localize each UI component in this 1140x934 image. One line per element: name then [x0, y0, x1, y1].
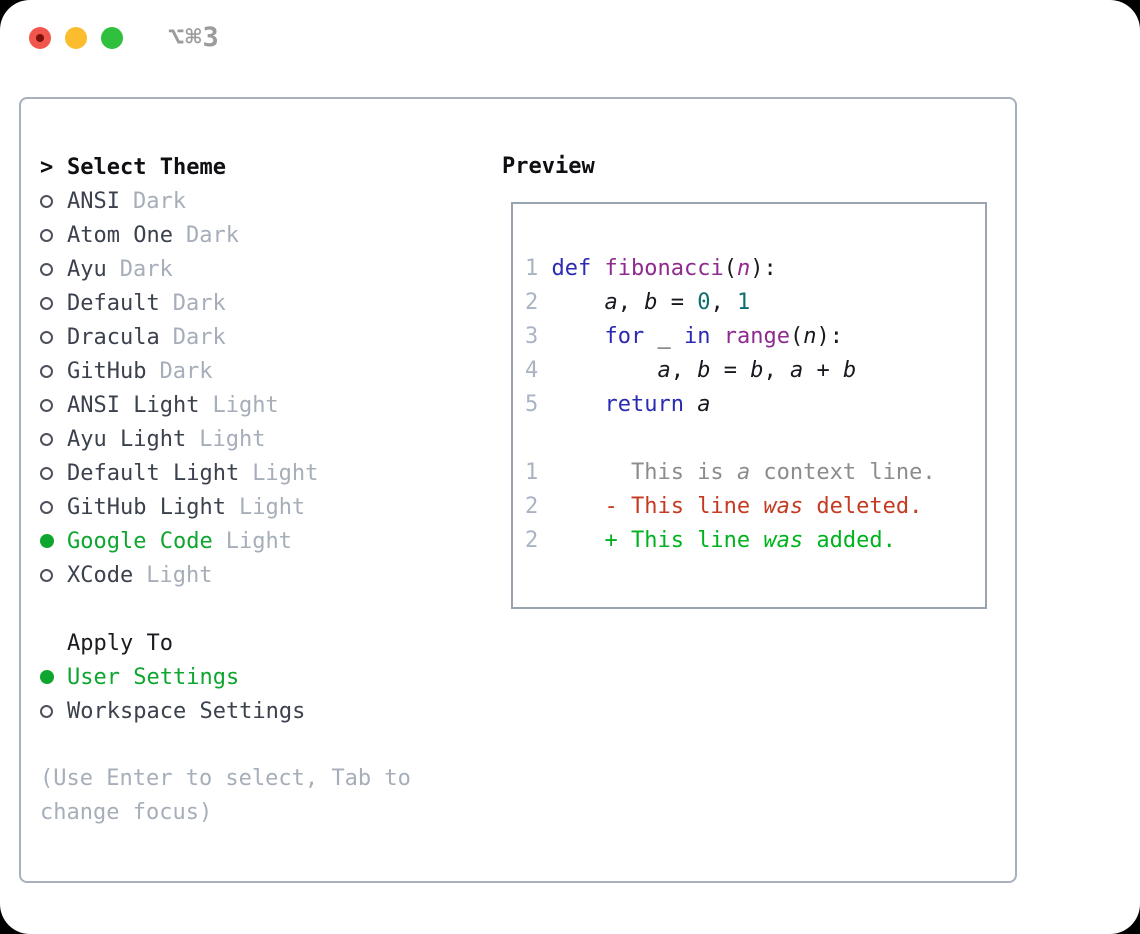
line-number: 4 [525, 358, 539, 383]
radio-icon [40, 194, 53, 208]
code-line: 5 return a [525, 392, 711, 417]
line-number: 1 [525, 460, 539, 485]
theme-item[interactable]: XCode Light [40, 558, 411, 592]
theme-item-variant: Light [225, 528, 292, 554]
record-dot-icon [36, 34, 44, 42]
theme-item-name: ANSI Light [67, 392, 200, 418]
radio-icon [40, 466, 53, 480]
code-line: 1 def fibonacci(n): [525, 256, 777, 281]
radio-icon [40, 704, 53, 718]
theme-item-variant: Dark [172, 290, 226, 316]
theme-item-variant: Dark [119, 256, 173, 282]
apply-to-header: Apply To [67, 630, 173, 656]
theme-item-variant: Dark [132, 188, 186, 214]
theme-item-name: Google Code [67, 528, 213, 554]
line-number: 2 [525, 494, 539, 519]
theme-item-name: Dracula [67, 324, 160, 350]
window-title: ⌥⌘3 [168, 22, 220, 53]
theme-item[interactable]: ANSI Light Light [40, 388, 411, 422]
code-line: 3 for _ in range(n): [525, 324, 843, 349]
theme-item-variant: Light [199, 426, 266, 452]
radio-icon [40, 228, 53, 242]
radio-icon [40, 568, 53, 582]
theme-item-name: Default [67, 290, 160, 316]
theme-item[interactable]: Google Code Light [40, 524, 411, 558]
help-text-line-2: change focus) [40, 800, 213, 825]
code-line: 4 a, b = b, a + b [525, 358, 857, 383]
select-theme-header-row: > Select Theme [40, 150, 411, 184]
code-line: 2 a, b = 0, 1 [525, 290, 751, 315]
preview-box: 1 def fibonacci(n): 2 a, b = 0, 1 3 for _ … [511, 202, 987, 609]
radio-icon [40, 262, 53, 276]
close-button[interactable] [29, 27, 51, 49]
radio-icon [40, 500, 53, 514]
minimize-button[interactable] [65, 27, 87, 49]
apply-option-label: Workspace Settings [67, 698, 306, 724]
theme-item-name: Atom One [67, 222, 173, 248]
radio-icon [40, 534, 54, 548]
line-number: 2 [525, 290, 539, 315]
theme-item[interactable]: Ayu Light Light [40, 422, 411, 456]
apply-option-label: User Settings [67, 664, 240, 690]
prompt-icon: > [40, 154, 54, 180]
radio-icon [40, 398, 53, 412]
select-theme-header: Select Theme [67, 154, 226, 180]
theme-item-name: GitHub Light [67, 494, 226, 520]
theme-item-name: ANSI [67, 188, 120, 214]
theme-item[interactable]: Ayu Dark [40, 252, 411, 286]
theme-item-name: GitHub [67, 358, 147, 384]
theme-item[interactable]: Atom One Dark [40, 218, 411, 252]
code-preview: 1 def fibonacci(n): 2 a, b = 0, 1 3 for _ … [513, 204, 985, 558]
line-number: 5 [525, 392, 539, 417]
theme-item[interactable]: Default Light Light [40, 456, 411, 490]
line-number: 3 [525, 324, 539, 349]
theme-item-name: Default Light [67, 460, 240, 486]
radio-icon [40, 296, 53, 310]
zoom-button[interactable] [101, 27, 123, 49]
theme-item-name: Ayu Light [67, 426, 187, 452]
theme-item-variant: Light [212, 392, 279, 418]
code-spacer [525, 422, 985, 456]
theme-item[interactable]: GitHub Light Light [40, 490, 411, 524]
help-text-line-1: (Use Enter to select, Tab to [40, 766, 411, 791]
code-line: 2 - This line was deleted. [525, 494, 923, 519]
apply-option[interactable]: User Settings [40, 660, 411, 694]
theme-item-name: Ayu [67, 256, 107, 282]
apply-option[interactable]: Workspace Settings [40, 694, 411, 728]
theme-item[interactable]: Default Dark [40, 286, 411, 320]
theme-item-name: XCode [67, 562, 134, 588]
line-number: 2 [525, 528, 539, 553]
theme-item-variant: Light [238, 494, 306, 520]
theme-item-variant: Dark [172, 324, 226, 350]
code-line: 2 + This line was added. [525, 528, 896, 553]
spacer [40, 728, 411, 762]
titlebar: ⌥⌘3 [0, 0, 1140, 80]
code-line: 1 This is a context line. [525, 460, 936, 485]
theme-item-variant: Dark [159, 358, 213, 384]
theme-item[interactable]: Dracula Dark [40, 320, 411, 354]
theme-item-variant: Light [252, 460, 319, 486]
radio-icon [40, 670, 54, 684]
apply-to-header-row: Apply To [40, 626, 411, 660]
theme-item-variant: Light [146, 562, 213, 588]
theme-item[interactable]: ANSI Dark [40, 184, 411, 218]
spacer [40, 592, 411, 626]
preview-title: Preview [502, 154, 595, 179]
theme-item[interactable]: GitHub Dark [40, 354, 411, 388]
radio-icon [40, 432, 53, 446]
line-number: 1 [525, 256, 539, 281]
radio-icon [40, 364, 53, 378]
theme-item-variant: Dark [185, 222, 239, 248]
radio-icon [40, 330, 53, 344]
